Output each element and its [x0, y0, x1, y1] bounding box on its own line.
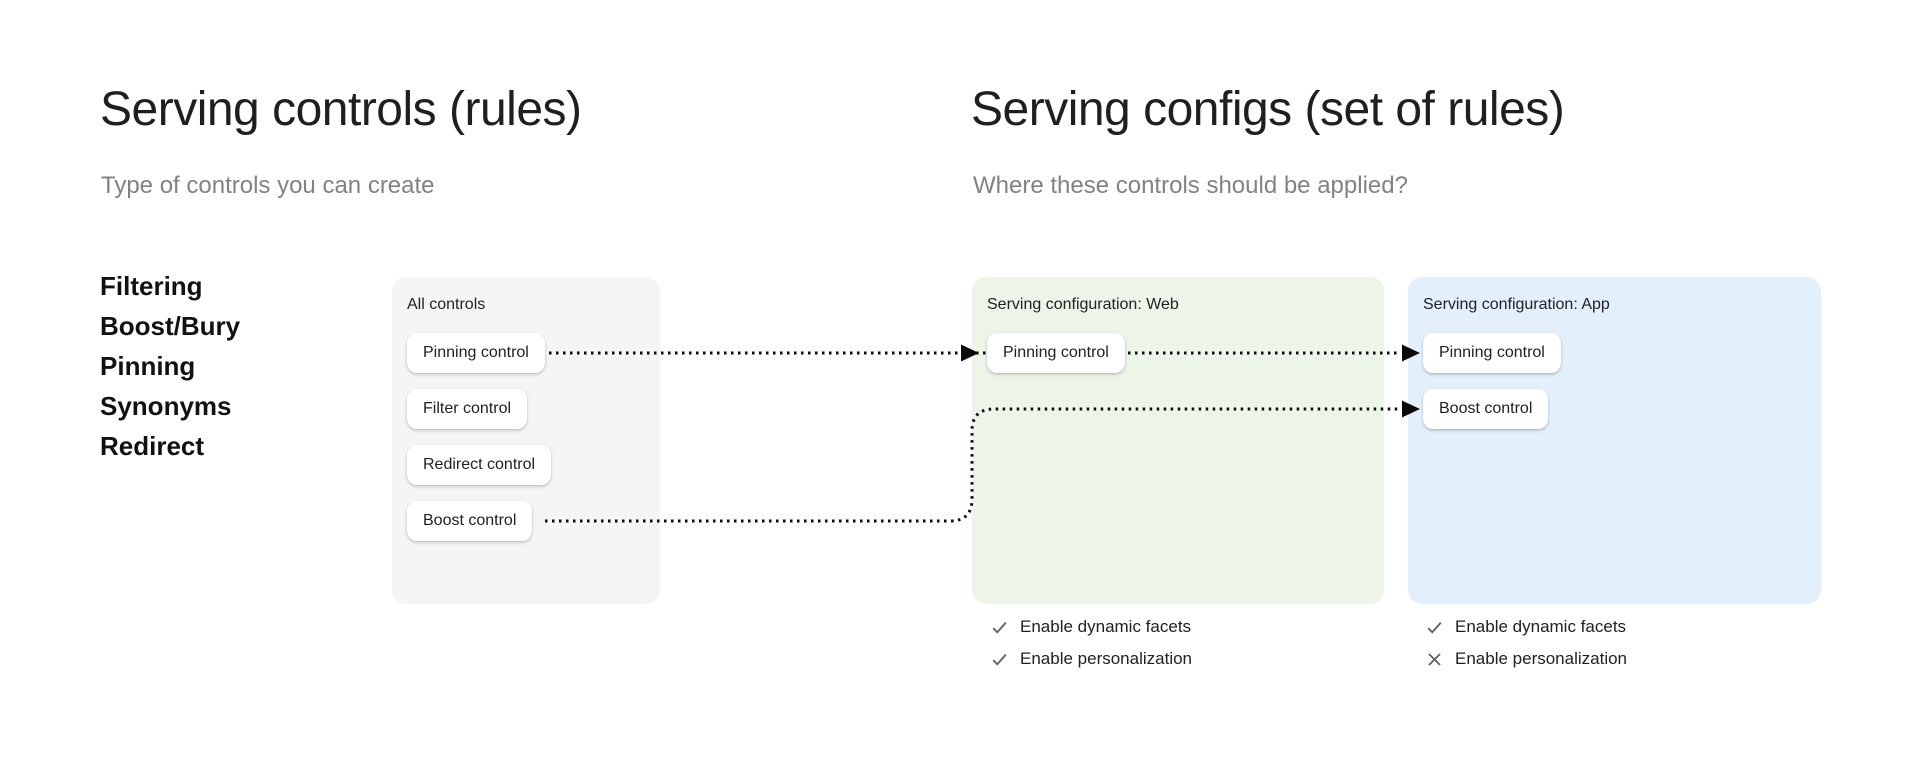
- check-icon: [992, 653, 1007, 666]
- feature-label: Enable personalization: [1020, 649, 1193, 668]
- left-section-subtitle: Type of controls you can create: [101, 172, 435, 199]
- web-pinning-control-chip: Pinning control: [987, 333, 1125, 373]
- feature-label: Enable personalization: [1455, 649, 1628, 668]
- control-type-list: Filtering Boost/Bury Pinning Synonyms Re…: [100, 266, 240, 466]
- all-controls-card-label: All controls: [407, 296, 486, 313]
- check-icon: [1427, 621, 1442, 634]
- filter-control-chip: Filter control: [407, 389, 528, 429]
- boost-control-chip: Boost control: [407, 501, 533, 541]
- control-type-redirect: Redirect: [100, 431, 205, 461]
- app-config-card-label: Serving configuration: App: [1423, 296, 1610, 313]
- app-config-card: Serving configuration: App Pinning contr…: [1408, 277, 1821, 604]
- feature-row: Enable personalization: [1425, 648, 1627, 670]
- check-icon: [992, 621, 1007, 634]
- web-config-card: Serving configuration: Web Pinning contr…: [972, 277, 1384, 604]
- control-type-synonyms: Synonyms: [100, 391, 232, 421]
- right-section-subtitle: Where these controls should be applied?: [973, 172, 1408, 199]
- app-pinning-control-chip: Pinning control: [1423, 333, 1561, 373]
- app-boost-control-chip: Boost control: [1423, 389, 1549, 429]
- feature-label: Enable dynamic facets: [1455, 617, 1627, 636]
- feature-row: Enable personalization: [990, 648, 1192, 670]
- feature-row: Enable dynamic facets: [1425, 616, 1627, 638]
- control-type-pinning: Pinning: [100, 351, 196, 381]
- app-config-feature-list: Enable dynamic facets Enable personaliza…: [1425, 616, 1627, 680]
- right-section-title: Serving configs (set of rules): [971, 83, 1565, 136]
- all-controls-card: All controls Pinning control Filter cont…: [392, 277, 660, 604]
- control-type-boost-bury: Boost/Bury: [100, 311, 241, 341]
- web-config-feature-list: Enable dynamic facets Enable personaliza…: [990, 616, 1192, 680]
- feature-row: Enable dynamic facets: [990, 616, 1192, 638]
- redirect-control-chip: Redirect control: [407, 445, 552, 485]
- control-type-filtering: Filtering: [100, 271, 203, 301]
- pinning-control-chip: Pinning control: [407, 333, 545, 373]
- web-config-card-label: Serving configuration: Web: [987, 296, 1179, 313]
- x-icon: [1428, 652, 1441, 666]
- feature-label: Enable dynamic facets: [1020, 617, 1192, 636]
- left-section-title: Serving controls (rules): [100, 83, 582, 136]
